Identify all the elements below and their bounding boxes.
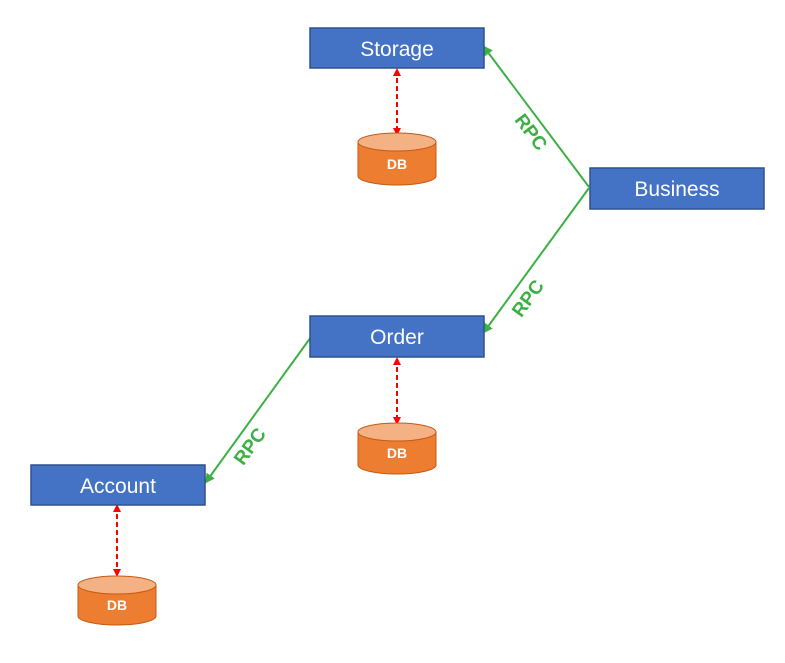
node-storage-label: Storage: [360, 38, 434, 61]
node-storage: Storage: [309, 27, 485, 69]
node-order-label: Order: [370, 326, 424, 349]
node-account-label: Account: [80, 475, 156, 498]
node-order: Order: [309, 315, 485, 358]
db-label: DB: [387, 156, 407, 172]
rpc-label: RPC: [508, 276, 549, 321]
node-account: Account: [30, 464, 206, 506]
rpc-edge-business-storage: RPC: [482, 45, 590, 188]
db-label: DB: [107, 597, 127, 613]
database-order: DB: [357, 422, 437, 475]
db-label: DB: [387, 445, 407, 461]
rpc-edge-business-order: RPC: [482, 187, 590, 334]
node-business: Business: [589, 167, 765, 210]
rpc-label: RPC: [510, 110, 551, 155]
database-account: DB: [77, 575, 157, 626]
node-business-label: Business: [634, 178, 719, 201]
rpc-edge-order-account: RPC: [204, 336, 312, 484]
rpc-label: RPC: [230, 424, 271, 469]
database-storage: DB: [357, 132, 437, 186]
